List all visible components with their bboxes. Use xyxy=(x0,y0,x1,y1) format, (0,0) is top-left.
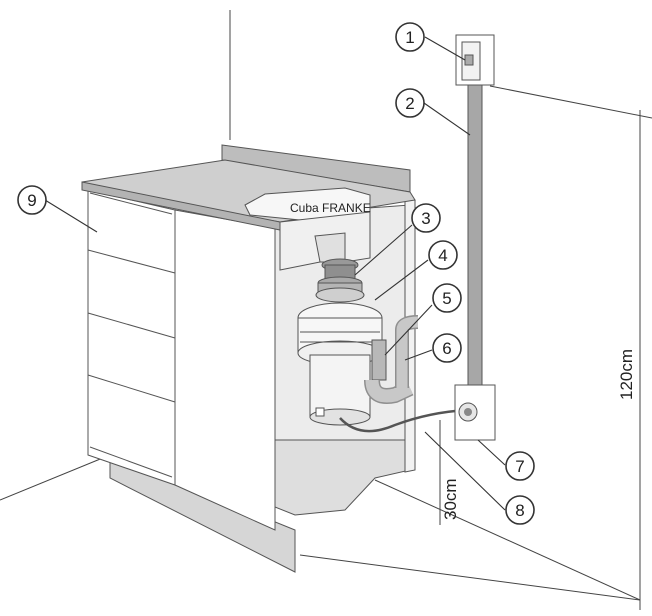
svg-text:3: 3 xyxy=(421,209,430,228)
sink-bowl xyxy=(279,211,371,271)
cabinet xyxy=(87,189,416,573)
height-dimension: 120cm xyxy=(617,349,636,400)
svg-text:2: 2 xyxy=(405,94,414,113)
countertop xyxy=(81,144,416,231)
callout-5: 5 xyxy=(384,283,462,356)
callout-9: 9 xyxy=(17,185,98,233)
electrical-conduit xyxy=(467,84,483,386)
drain-pipe xyxy=(364,315,419,404)
svg-text:9: 9 xyxy=(27,191,36,210)
callout-1: 1 xyxy=(395,22,466,61)
callout-3: 3 xyxy=(354,203,441,276)
callout-6: 6 xyxy=(404,333,462,363)
wall-socket xyxy=(454,384,496,441)
sink-label: Cuba FRANKE xyxy=(290,201,371,215)
power-cable xyxy=(339,408,469,433)
callout-4: 4 xyxy=(374,240,458,301)
room-lines xyxy=(0,10,652,610)
callout-2: 2 xyxy=(395,88,471,136)
svg-text:1: 1 xyxy=(405,28,414,47)
callout-7: 7 xyxy=(477,439,535,481)
svg-text:6: 6 xyxy=(442,339,451,358)
waste-disposer xyxy=(297,258,383,426)
svg-text:7: 7 xyxy=(515,457,524,476)
svg-text:5: 5 xyxy=(442,289,451,308)
svg-text:8: 8 xyxy=(515,501,524,520)
svg-text:4: 4 xyxy=(438,246,447,265)
callout-8: 8 xyxy=(424,431,535,525)
wall-switch xyxy=(455,34,495,86)
low-dimension: 30cm xyxy=(441,478,460,520)
